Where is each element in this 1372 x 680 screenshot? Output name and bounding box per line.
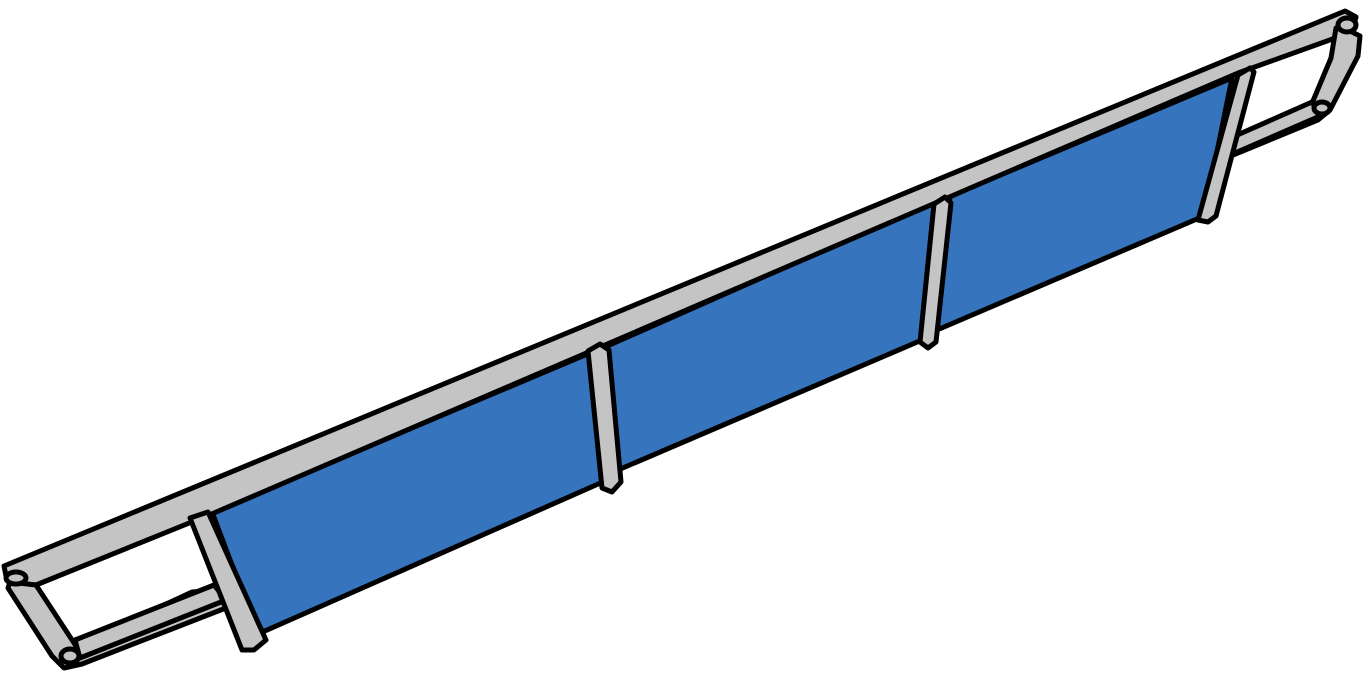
top-rail xyxy=(1,8,1359,588)
left-cap-bottom xyxy=(58,646,82,666)
frame-group xyxy=(1,8,1363,671)
post-2 xyxy=(585,341,624,495)
right-cap-bottom xyxy=(1311,99,1333,117)
left-cap-top xyxy=(3,569,29,587)
post-4 xyxy=(1195,65,1257,225)
post-1 xyxy=(187,509,269,653)
panel-2 xyxy=(602,198,938,473)
post-3 xyxy=(917,194,954,351)
panel-3 xyxy=(934,75,1235,333)
left-end-crossbar xyxy=(72,582,229,661)
right-cap-top xyxy=(1335,15,1359,35)
panel-1 xyxy=(209,350,608,637)
